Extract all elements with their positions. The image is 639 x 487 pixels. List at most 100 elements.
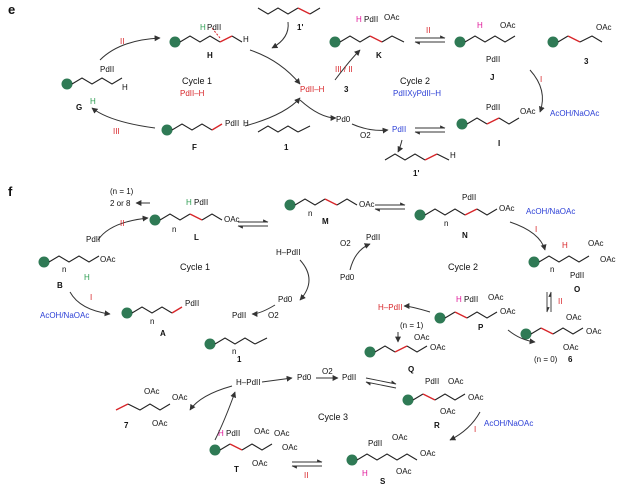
compound-7: OAc OAc OAc 7 <box>115 387 188 430</box>
oac-2: OAc <box>172 393 188 402</box>
label-O: O <box>574 285 580 294</box>
o2-f3: O2 <box>322 367 333 376</box>
compound-T: H PdII OAc OAc OAc OAc T <box>209 427 298 474</box>
compound-3-right: OAc 3 <box>547 23 612 66</box>
compound-S: PdII OAc OAc OAc H S <box>346 433 436 486</box>
oac: OAc <box>499 204 515 213</box>
compound-1prime-top: 1' <box>257 7 321 32</box>
pd0-e: Pd0 <box>336 115 351 124</box>
h-atom: H <box>200 23 206 32</box>
o2-e: O2 <box>360 131 371 140</box>
step-i-f3: I <box>474 425 476 434</box>
oac-3: OAc <box>563 343 579 352</box>
step-ii-e: II <box>120 37 124 46</box>
n-sub: n <box>550 265 554 274</box>
pd-atom: PdII <box>462 193 476 202</box>
oac-2: OAc <box>430 343 446 352</box>
substrate-ball <box>520 328 532 340</box>
substrate-ball <box>209 444 221 456</box>
substrate-ball <box>364 346 376 358</box>
compound-N: PdII OAc n N <box>414 193 515 240</box>
substrate-ball <box>547 36 559 48</box>
oac-2: OAc <box>468 393 484 402</box>
pd-atom: PdII <box>86 235 100 244</box>
pd-atom: PdII <box>464 295 478 304</box>
label-3-right: 3 <box>584 57 589 66</box>
panel-f-label: f <box>8 184 13 199</box>
label-B: B <box>57 281 63 290</box>
substrate-ball <box>149 214 161 226</box>
compound-I: PdII OAc I <box>456 103 536 148</box>
oac: OAc <box>500 21 516 30</box>
compound-L: H PdII OAc n L <box>149 198 240 242</box>
n-eq-1-top: (n = 1) <box>110 187 134 196</box>
step-i-f: I <box>90 293 92 302</box>
pd-atom: PdII <box>486 103 500 112</box>
cycle1-title-f: Cycle 1 <box>180 262 210 272</box>
n-sub: n <box>62 265 66 274</box>
compound-A: PdII n A <box>121 299 199 338</box>
n-sub: n <box>150 317 154 326</box>
oac: OAc <box>100 255 116 264</box>
h-atom: H <box>218 429 224 438</box>
oac-3: OAc <box>152 419 168 428</box>
h-atom: H <box>356 15 362 24</box>
compound-J: H OAc PdII J <box>454 21 516 82</box>
oac: OAc <box>414 333 430 342</box>
cycle2-title-e: Cycle 2 <box>400 76 430 86</box>
compound-1-e: 1 <box>257 125 311 152</box>
h-pd-f1: H–PdII <box>276 248 300 257</box>
panel-e-label: e <box>8 2 15 17</box>
pdII-f3: PdII <box>342 373 356 382</box>
substrate-ball <box>434 312 446 324</box>
label-J: J <box>490 73 494 82</box>
step-i-e: I <box>540 75 542 84</box>
acoh-f1: AcOH/NaOAc <box>40 311 89 320</box>
pd-atom: PdII <box>100 65 114 74</box>
substrate-ball <box>528 256 540 268</box>
cycle1-sub-e: PdII–H <box>180 89 205 98</box>
substrate-ball <box>414 209 426 221</box>
n-sub: n <box>308 209 312 218</box>
label-3-center: 3 <box>344 85 349 94</box>
o2-f1: O2 <box>268 311 279 320</box>
step-ii-f2: II <box>558 297 562 306</box>
n-eq-0: (n = 0) <box>534 355 558 364</box>
pd0-f3: Pd0 <box>297 373 312 382</box>
label-S: S <box>380 477 386 486</box>
substrate-ball <box>454 36 466 48</box>
n-eq-1-mid: (n = 1) <box>400 321 424 330</box>
h-atom: H <box>84 273 90 282</box>
oac: OAc <box>488 293 504 302</box>
label-1-f: 1 <box>237 355 242 364</box>
pdII-f2: PdII <box>366 233 380 242</box>
label-P: P <box>478 323 484 332</box>
step-ii-f3: II <box>304 471 308 480</box>
substrate-ball <box>329 36 341 48</box>
pd-atom: PdII <box>194 198 208 207</box>
two-or-eight: 2 or 8 <box>110 199 131 208</box>
h-atom: H <box>562 241 568 250</box>
pd-atom: PdII <box>207 23 221 32</box>
n-sub: n <box>232 347 236 356</box>
substrate-ball <box>38 256 50 268</box>
cycle1-title-e: Cycle 1 <box>182 76 212 86</box>
compound-Q: OAc OAc Q <box>364 333 446 374</box>
oac: OAc <box>224 215 240 224</box>
h-terminal: H <box>243 35 249 44</box>
oac-3: OAc <box>282 443 298 452</box>
oac: OAc <box>566 313 582 322</box>
pd-atom: PdII <box>226 429 240 438</box>
compound-B: PdII OAc H n B <box>38 235 116 290</box>
compound-O: H OAc OAc PdII n O <box>528 239 616 294</box>
compound-1-f: n 1 <box>204 337 268 364</box>
label-F: F <box>192 143 197 152</box>
label-1prime: 1' <box>297 23 303 32</box>
h-atom: H <box>450 151 456 160</box>
acoh-e: AcOH/NaOAc <box>550 109 599 118</box>
label-1: 1 <box>284 143 289 152</box>
pd0-f2: Pd0 <box>340 273 355 282</box>
oac: OAc <box>448 377 464 386</box>
oac-3: OAc <box>396 467 412 476</box>
